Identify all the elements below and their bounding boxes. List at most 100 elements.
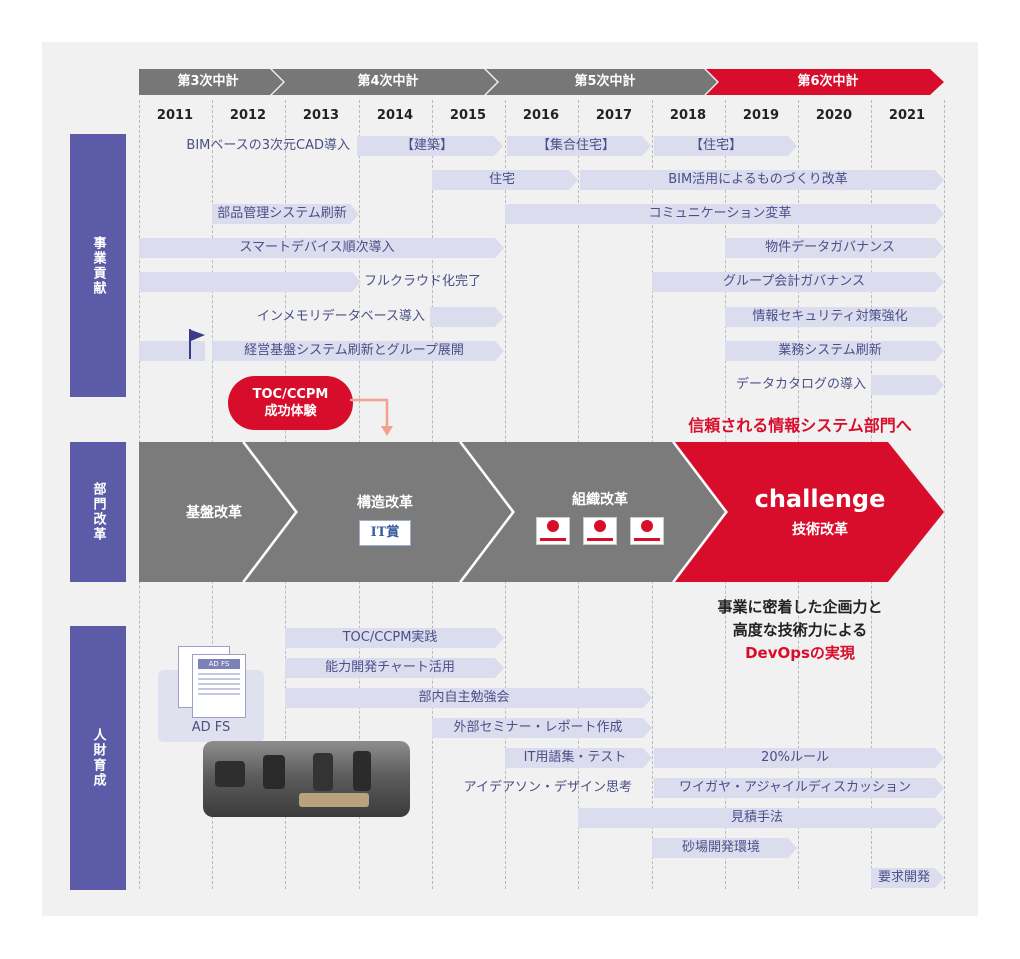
kenchiku-label: 【建築】: [400, 138, 453, 153]
year-2021: 2021: [888, 108, 926, 123]
buhin-arrow: [212, 204, 359, 224]
security-label: 情報セキュリティ対策強化: [752, 309, 908, 324]
hr-toc-arrow: [285, 628, 504, 648]
realize-line3: DevOpsの実現: [745, 644, 855, 662]
hr-rule20-label: 20%ルール: [761, 750, 829, 765]
realize-line2: 高度な技術力による: [732, 621, 868, 639]
group-kaikei-arrow: [652, 272, 944, 292]
hr-chart-arrow: [285, 658, 504, 678]
cloud-arrow: [139, 272, 361, 292]
reform-chevrons: [139, 441, 944, 583]
phase-3-label: 第3次中計: [177, 74, 239, 89]
comm-label: コミュニケーション変革: [648, 206, 792, 221]
comm-arrow: [505, 204, 944, 224]
bim-mono-arrow: [580, 170, 944, 190]
chevron-kiban-text: 基盤改革: [139, 442, 289, 582]
award-badge-icon: [630, 517, 665, 545]
phase-6-shape: [706, 69, 944, 95]
keiei-lead-bar: [139, 341, 205, 361]
award-badges: [532, 509, 668, 549]
it-award-logo: IT賞: [359, 520, 411, 546]
phase-header: [139, 69, 944, 95]
hr-yokyu-arrow: [871, 868, 944, 888]
hr-seminar-label: 外部セミナー・レポート作成: [453, 720, 623, 735]
bim-cad-label: BIMベースの3次元CAD導入: [186, 138, 350, 153]
gyomu-arrow: [725, 341, 944, 361]
jutaku-arrow: [432, 170, 578, 190]
hr-rule20-arrow: [654, 748, 944, 768]
bim-mono-label: BIM活用によるものづくり改革: [668, 172, 848, 187]
hr-chart-label: 能力開発チャート活用: [325, 660, 455, 675]
phase-5-label: 第5次中計: [574, 74, 636, 89]
smart-label: スマートデバイス順次導入: [239, 240, 395, 255]
year-2020: 2020: [815, 108, 853, 123]
phase-4-shape: [272, 69, 497, 95]
toc-bubble: TOC/CCPM 成功体験: [228, 376, 353, 430]
chevron-kozo: [245, 442, 513, 582]
bukken-arrow: [725, 238, 944, 258]
phase-5-shape: [486, 69, 717, 95]
challenge-text: challenge 技術改革: [730, 442, 910, 582]
year-2011: 2011: [156, 108, 194, 123]
security-arrow: [725, 307, 944, 327]
chevron-kiban: [139, 442, 296, 582]
year-2012: 2012: [229, 108, 267, 123]
trust-headline: 信頼される情報システム部門へ: [688, 416, 912, 435]
hr-sunaba-label: 砂場開発環境: [681, 840, 760, 855]
hr-yokyu-label: 要求開発: [877, 870, 930, 885]
phase-6-label: 第6次中計: [797, 74, 859, 89]
inmemory-label: インメモリデータベース導入: [257, 309, 425, 324]
chevron-kozo-label: 構造改革: [357, 495, 413, 511]
hr-benkyo-arrow: [285, 688, 652, 708]
award-badge-icon: [583, 517, 617, 545]
year-2015: 2015: [449, 108, 487, 123]
hr-mitsumori-arrow: [578, 808, 944, 828]
year-2017: 2017: [595, 108, 633, 123]
section-hr: 人財育成: [70, 626, 126, 890]
section-business: 事業貢献: [70, 134, 126, 397]
flag-icon: [189, 329, 205, 359]
hr-waigaya-arrow: [654, 778, 944, 798]
hr-ideathon-label: アイデアソン・デザイン思考: [463, 780, 632, 795]
hr-toc-label: TOC/CCPM実践: [342, 630, 438, 645]
chevron-kozo-text: 構造改革 IT賞: [300, 442, 470, 582]
gyomu-label: 業務システム刷新: [778, 343, 882, 358]
hr-seminar-arrow: [432, 718, 652, 738]
chevron-soshiki: [462, 442, 726, 582]
realize-text: 事業に密着した企画力と 高度な技術力による DevOpsの実現: [650, 596, 950, 665]
buhin-label: 部品管理システム刷新: [217, 206, 347, 221]
section-department: 部門改革: [70, 442, 126, 582]
smart-arrow: [139, 238, 504, 258]
adfs-document-icon: AD FS: [192, 654, 246, 718]
training-photo: [203, 741, 410, 817]
chevron-soshiki-text: 組織改革: [515, 442, 685, 582]
year-2013: 2013: [302, 108, 340, 123]
chevron-challenge: [675, 442, 944, 582]
jutaku-b-label: 【住宅】: [690, 138, 743, 153]
phase-3-shape: [139, 69, 283, 95]
hr-itword-arrow: [505, 748, 652, 768]
cloud-label: フルクラウド化完了: [364, 274, 482, 289]
chevron-kiban-label: 基盤改革: [186, 505, 242, 521]
adfs-doc-title: AD FS: [198, 659, 240, 669]
realize-line1: 事業に密着した企画力と: [717, 598, 883, 616]
phase-4-label: 第4次中計: [357, 74, 419, 89]
year-2014: 2014: [376, 108, 414, 123]
year-2016: 2016: [522, 108, 560, 123]
catalog-label: データカタログの導入: [735, 377, 866, 392]
inmemory-arrow: [430, 307, 504, 327]
hr-sunaba-arrow: [652, 838, 797, 858]
award-badge-icon: [535, 517, 570, 545]
bukken-label: 物件データガバナンス: [765, 240, 895, 255]
jutaku-b-arrow: [654, 136, 797, 156]
keiei-label: 経営基盤システム刷新とグループ展開: [244, 343, 464, 358]
hr-itword-label: IT用語集・テスト: [523, 750, 627, 765]
shugo-label: 【集合住宅】: [536, 138, 615, 153]
shugo-arrow: [507, 136, 651, 156]
chevron-soshiki-label: 組織改革: [572, 492, 628, 508]
catalog-arrow: [871, 375, 944, 395]
year-2019: 2019: [742, 108, 780, 123]
toc-pointer-arrow: [350, 398, 393, 436]
year-2018: 2018: [669, 108, 707, 123]
